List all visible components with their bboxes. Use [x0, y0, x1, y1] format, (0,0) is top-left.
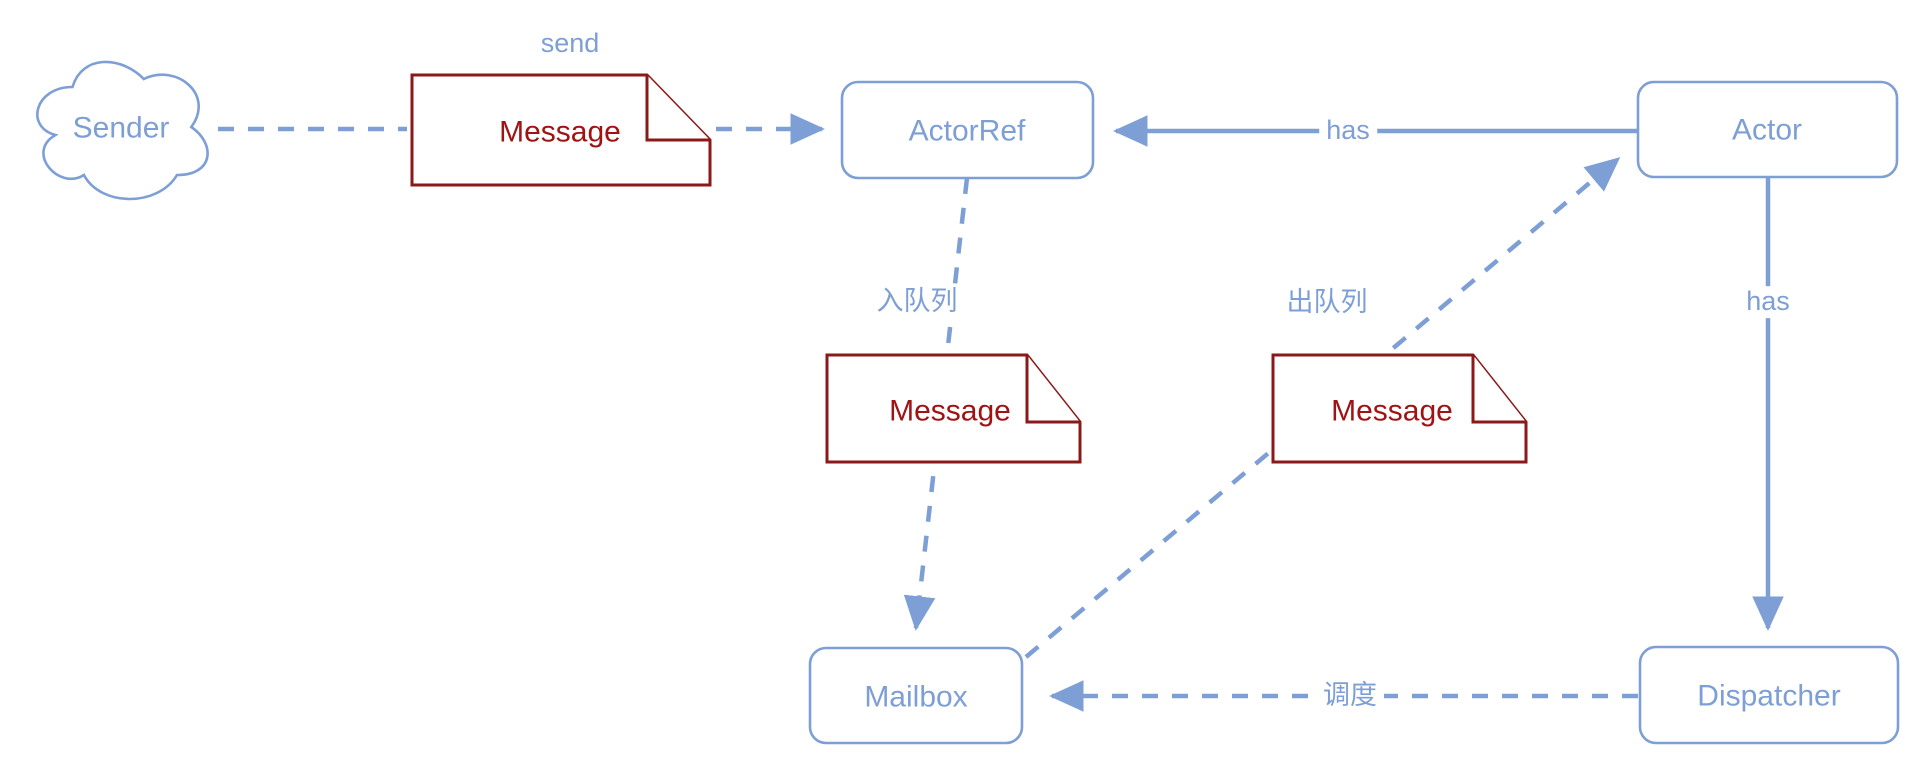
- actorref-label: ActorRef: [908, 114, 1026, 148]
- dispatcher-node[interactable]: [1638, 645, 1900, 745]
- mailbox-label: Mailbox: [864, 680, 968, 714]
- dispatch-edge-label: 调度: [1316, 680, 1384, 712]
- send-edge-label: send: [540, 28, 600, 59]
- sender-cloud-shape[interactable]: [36, 60, 209, 201]
- message-note-enqueue[interactable]: [825, 353, 1082, 464]
- message-enqueue-label: Message: [889, 394, 1011, 428]
- actorref-node[interactable]: [840, 80, 1095, 180]
- message-note-dequeue-fold-icon: [1471, 355, 1526, 424]
- message-send-label: Message: [499, 115, 621, 149]
- message-note-send[interactable]: [410, 73, 712, 187]
- message-note-enqueue-fold-icon: [1025, 355, 1080, 424]
- enqueue-edge-label: 入队列: [869, 286, 965, 318]
- actor-label: Actor: [1731, 113, 1803, 147]
- actor-node[interactable]: [1636, 80, 1899, 179]
- edge-mailbox-dequeue-actor[interactable]: [1024, 157, 1621, 659]
- message-note-dequeue[interactable]: [1271, 353, 1528, 464]
- mailbox-node[interactable]: [808, 646, 1024, 745]
- sender-label: Sender: [72, 111, 170, 145]
- message-note-send-fold-icon: [645, 75, 710, 142]
- edge-actorref-enqueue-mailbox[interactable]: [903, 177, 970, 631]
- edges: [218, 113, 1784, 712]
- dequeue-edge-label: 出队列: [1279, 287, 1375, 319]
- message-dequeue-label: Message: [1331, 394, 1453, 428]
- nodes: [36, 60, 1900, 745]
- has-vertical-edge-label: has: [1739, 286, 1797, 318]
- has-edge-label: has: [1319, 115, 1377, 147]
- dispatcher-label: Dispatcher: [1697, 679, 1841, 713]
